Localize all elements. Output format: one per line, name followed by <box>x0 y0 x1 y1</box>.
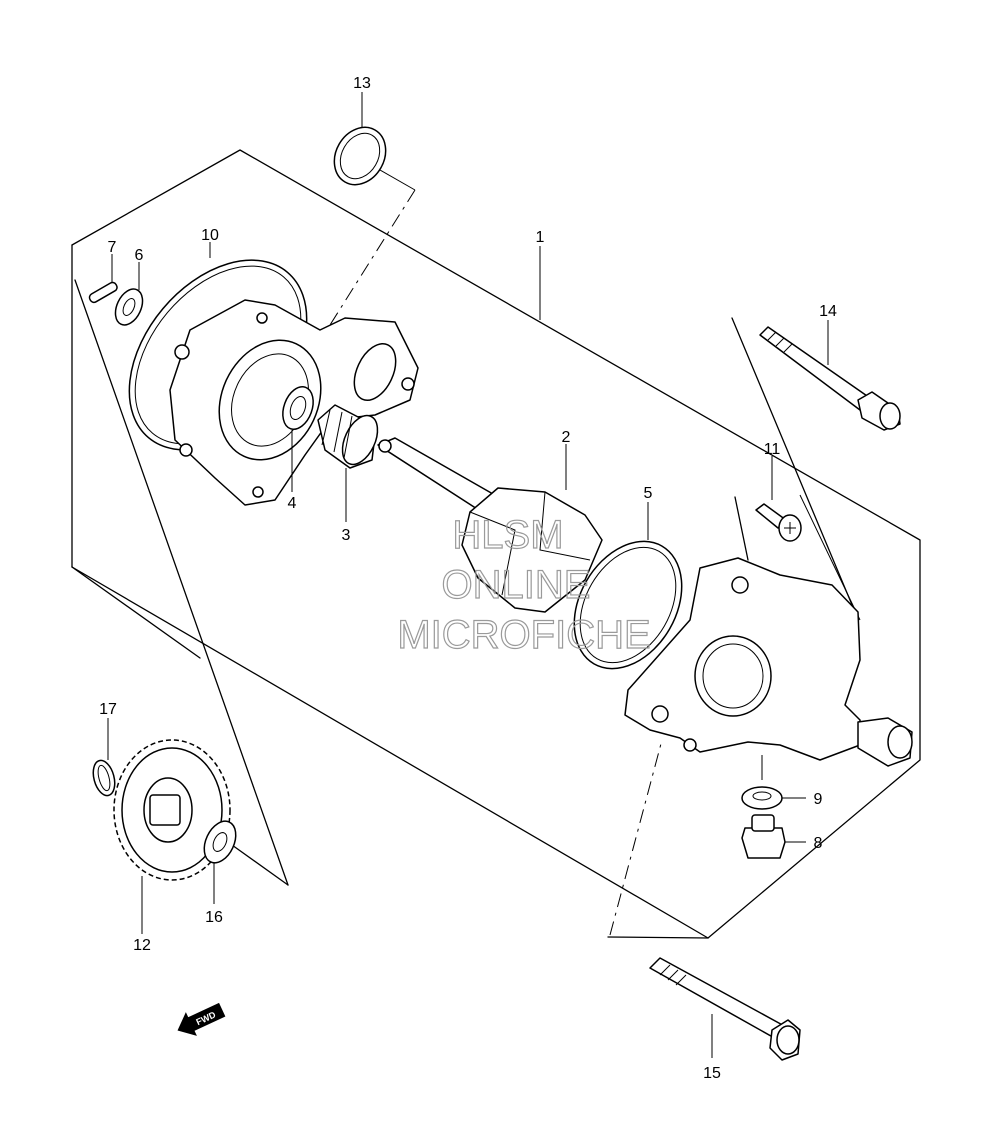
washer-16 <box>203 820 237 864</box>
mechanical-seal-3 <box>317 404 379 469</box>
callout-leaders <box>107 92 829 1058</box>
o-ring-13 <box>333 126 387 186</box>
impeller-2 <box>461 487 603 613</box>
watermark: HLSM ONLINE MICROFICHE <box>397 512 652 657</box>
screw-11 <box>755 503 802 542</box>
callout-8: 8 <box>814 835 823 852</box>
callout-17: 17 <box>99 701 117 718</box>
watermark-line-2: ONLINE <box>442 563 591 607</box>
callout-3: 3 <box>342 527 351 544</box>
circlip-17 <box>92 759 116 797</box>
callout-7: 7 <box>108 239 117 256</box>
washer-6 <box>114 288 144 326</box>
callout-2: 2 <box>562 429 571 446</box>
callout-16: 16 <box>205 909 223 926</box>
callout-14: 14 <box>819 303 837 320</box>
watermark-line-3: MICROFICHE <box>397 613 650 657</box>
callout-labels: 1 2 3 4 5 6 7 8 9 10 11 12 13 14 15 16 1… <box>99 75 837 1082</box>
washer-9 <box>741 786 783 810</box>
oil-seal-4 <box>282 386 314 430</box>
assembly-outline <box>71 149 921 939</box>
sprocket-12 <box>113 739 231 881</box>
callout-12: 12 <box>133 937 151 954</box>
callout-9: 9 <box>814 791 823 808</box>
callout-10: 10 <box>201 227 219 244</box>
callout-11: 11 <box>764 441 781 458</box>
bolt-11-group-lines <box>734 496 749 561</box>
watermark-line-1: HLSM <box>452 513 563 557</box>
bolt-14 <box>759 326 901 431</box>
callout-5: 5 <box>644 485 653 502</box>
bolt-14-group-lines <box>731 317 856 613</box>
callout-6: 6 <box>135 247 144 264</box>
pump-cover <box>624 557 913 767</box>
o-ring-5 <box>573 540 683 670</box>
callout-13: 13 <box>353 75 371 92</box>
sprocket-group-lines <box>74 279 289 886</box>
fwd-arrow-icon: FWD <box>177 1002 226 1036</box>
drain-bolt-8 <box>741 814 786 859</box>
callout-15: 15 <box>703 1065 721 1082</box>
callout-1: 1 <box>536 229 545 246</box>
bolt-15 <box>649 957 801 1061</box>
pin-7 <box>88 281 118 304</box>
callout-4: 4 <box>288 495 297 512</box>
